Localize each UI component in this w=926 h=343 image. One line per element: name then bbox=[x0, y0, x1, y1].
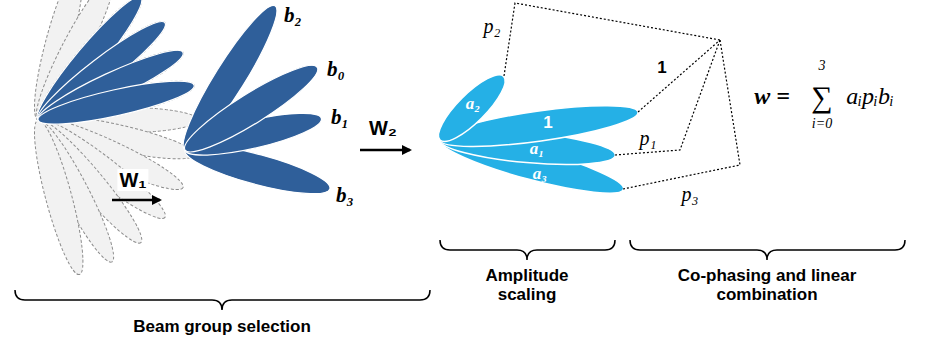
beam-label: b₃ bbox=[336, 184, 354, 207]
stage-caption: Co-phasing and linear combination bbox=[642, 267, 892, 304]
amplitude-label: a₁ bbox=[530, 140, 544, 159]
scaled-beams bbox=[430, 66, 640, 203]
phase-label: p₂ bbox=[484, 15, 501, 37]
formula-part: w = bbox=[754, 83, 790, 109]
formula-part: aᵢpᵢbᵢ bbox=[846, 83, 893, 109]
combination-lines bbox=[504, 3, 740, 189]
phase-label: p₃ bbox=[682, 183, 699, 205]
amplitude-label: 1 bbox=[543, 114, 552, 133]
w2-arrow bbox=[360, 149, 410, 152]
stage-caption: Amplitude scaling bbox=[472, 267, 582, 304]
formula-part: 3 bbox=[819, 58, 826, 73]
w1-arrow bbox=[112, 199, 160, 202]
matrix-label: W₂ bbox=[369, 117, 397, 139]
beam-label: b₀ bbox=[327, 58, 345, 81]
braces bbox=[15, 240, 905, 310]
beam-label: b₂ bbox=[284, 4, 302, 27]
phase-label: 1 bbox=[657, 59, 666, 78]
selected-beams bbox=[28, 0, 197, 133]
phase-label: p₁ bbox=[640, 127, 657, 149]
stage-caption: Beam group selection bbox=[133, 318, 311, 337]
matrix-label: W₁ bbox=[117, 169, 148, 191]
beam-label: b₁ bbox=[331, 106, 349, 129]
amplitude-label: a₂ bbox=[466, 95, 480, 114]
candidate-beams bbox=[25, 0, 198, 278]
beam-group bbox=[172, 0, 333, 203]
formula-part: ∑ bbox=[811, 80, 832, 113]
amplitude-label: a₃ bbox=[533, 165, 547, 184]
formula-part: i=0 bbox=[812, 116, 832, 131]
